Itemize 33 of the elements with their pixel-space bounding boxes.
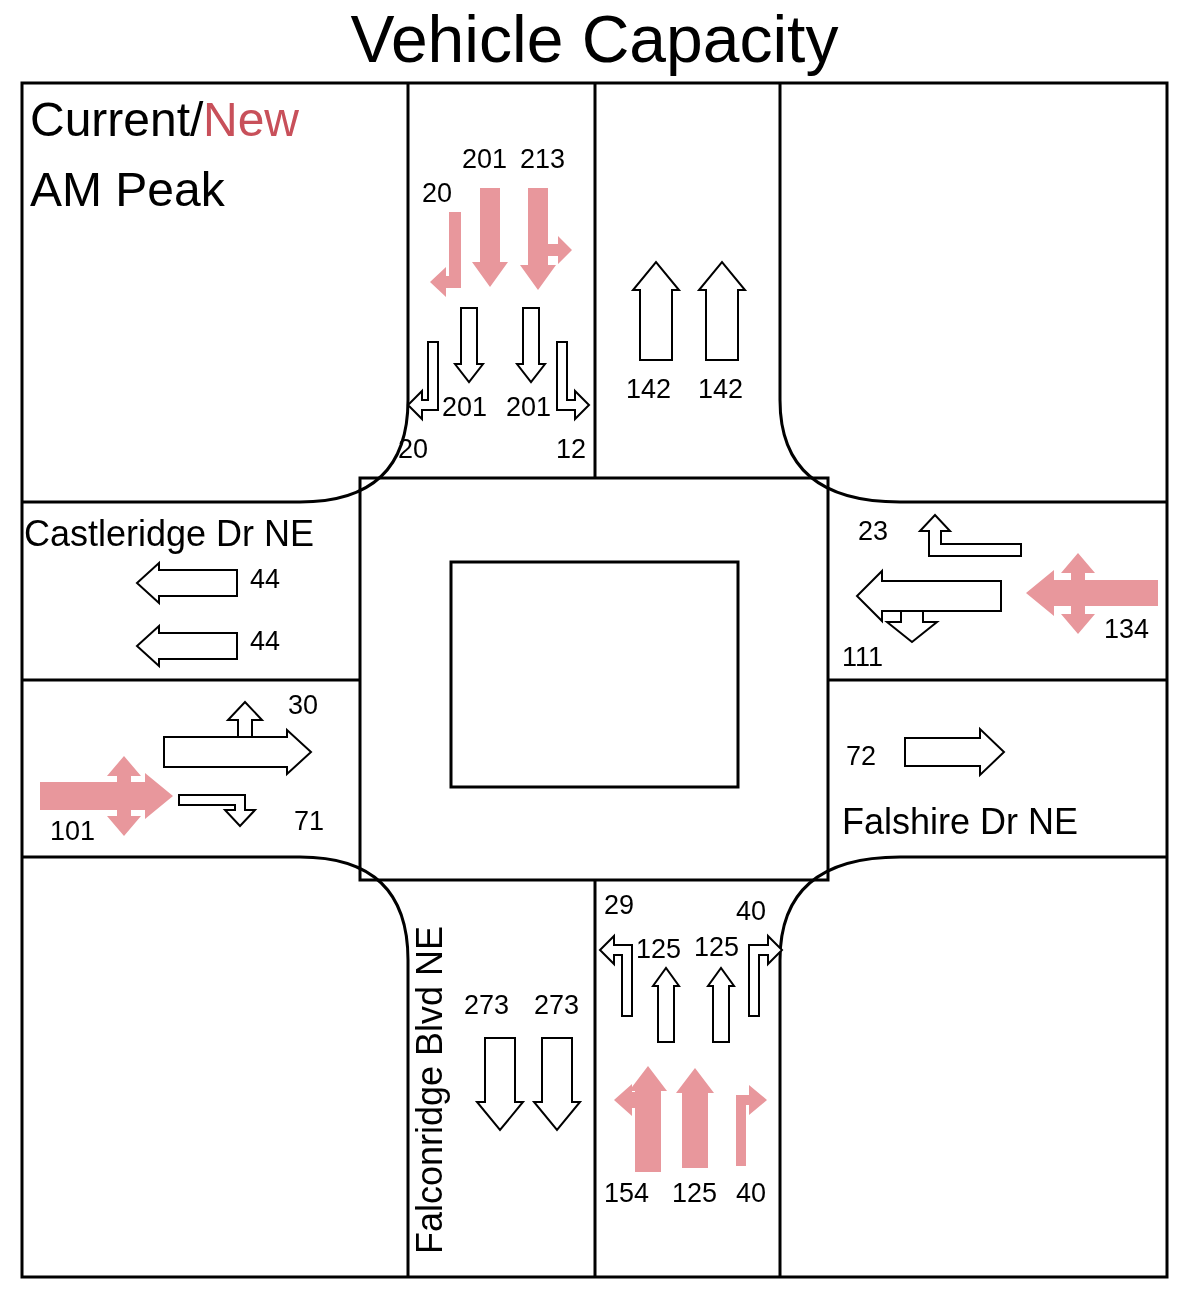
volume-number: 154 xyxy=(604,1180,650,1207)
volume-number: 201 xyxy=(506,394,552,421)
street-name: Falconridge Blvd NE xyxy=(412,925,448,1255)
volume-number: 23 xyxy=(858,518,889,545)
volume-number: 29 xyxy=(604,892,635,919)
volume-number: 125 xyxy=(694,934,740,961)
volume-number: 101 xyxy=(50,818,96,845)
volume-number: 273 xyxy=(534,992,580,1019)
volume-number: 40 xyxy=(736,898,767,925)
volume-number: 201 xyxy=(462,146,508,173)
volume-number: 273 xyxy=(464,992,510,1019)
volume-number: 201 xyxy=(442,394,488,421)
legend-text: AM Peak xyxy=(30,166,225,214)
volume-number: 111 xyxy=(842,644,884,671)
legend-text: New xyxy=(203,96,300,144)
volume-number: 213 xyxy=(520,146,566,173)
volume-number: 20 xyxy=(398,436,429,463)
legend-text: Current/ xyxy=(30,96,204,144)
volume-number: 142 xyxy=(698,376,744,403)
volume-number: 12 xyxy=(556,436,587,463)
volume-number: 134 xyxy=(1104,616,1150,643)
volume-number: 71 xyxy=(294,808,325,835)
volume-number: 72 xyxy=(846,743,877,770)
volume-number: 30 xyxy=(288,692,319,719)
volume-number: 40 xyxy=(736,1180,767,1207)
volume-number: 44 xyxy=(250,628,281,655)
street-name: Falshire Dr NE xyxy=(842,804,1079,840)
volume-number: 44 xyxy=(250,566,281,593)
volume-number: 142 xyxy=(626,376,672,403)
street-name: Castleridge Dr NE xyxy=(24,516,315,552)
volume-number: 20 xyxy=(422,180,453,207)
volume-number: 125 xyxy=(636,936,682,963)
volume-number: 125 xyxy=(672,1180,718,1207)
